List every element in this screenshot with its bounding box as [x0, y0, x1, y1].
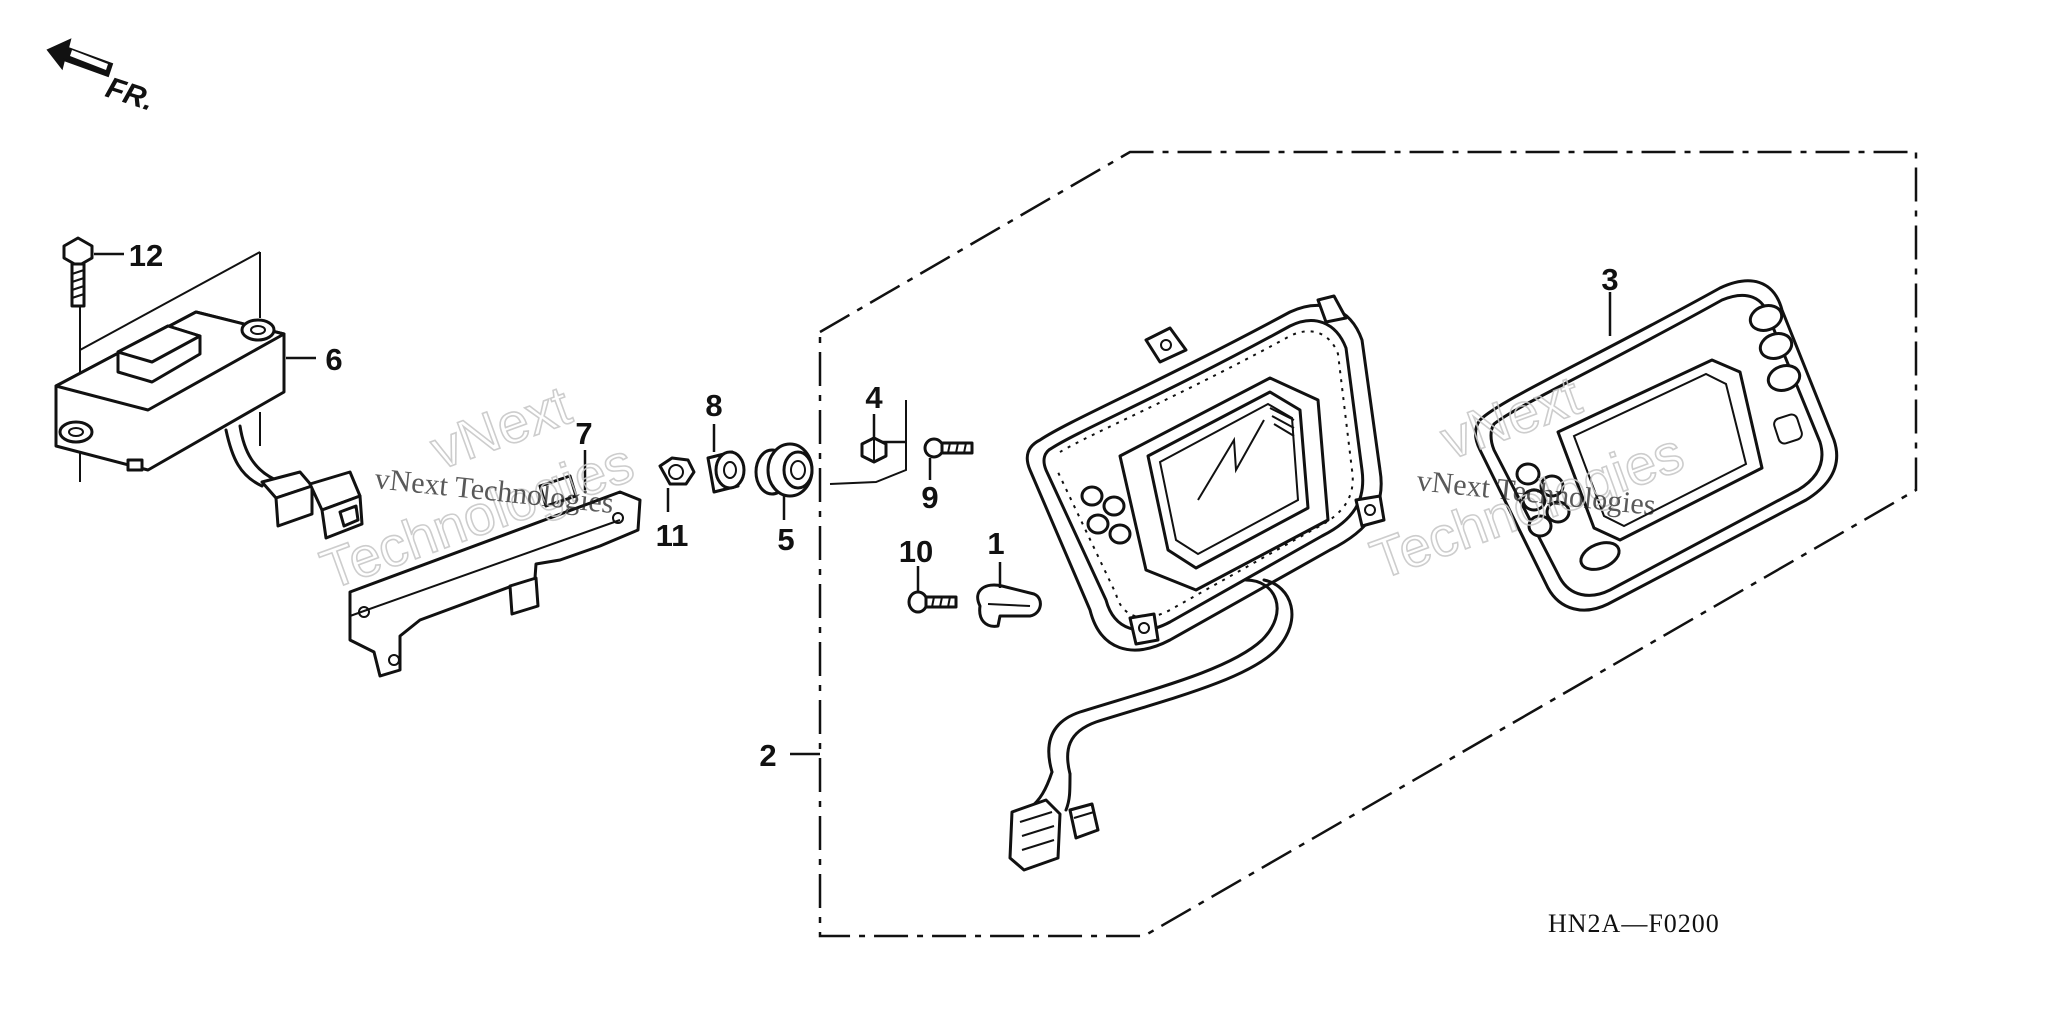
diagram-code: HN2A—F0200	[1548, 909, 1720, 938]
callout-12: 12	[129, 238, 163, 273]
part-6-module	[54, 251, 364, 540]
part-12-bolt	[62, 236, 94, 308]
part-10-screw	[907, 590, 958, 614]
front-direction-label: FR.	[102, 71, 158, 117]
callout-3: 3	[1601, 262, 1618, 297]
front-direction-arrow: FR.	[46, 38, 158, 118]
part-9-screw	[923, 437, 974, 459]
part-11-nut	[658, 456, 696, 486]
part-3-meter-case	[1474, 279, 1839, 612]
callout-8: 8	[705, 388, 722, 423]
part-1-clip	[976, 583, 1042, 628]
assembly-boundary	[818, 150, 1918, 938]
callout-11: 11	[656, 518, 689, 553]
part-7-bracket	[348, 474, 642, 678]
part-4-nut	[860, 436, 888, 464]
callout-7: 7	[575, 416, 592, 451]
callout-1: 1	[987, 526, 1004, 561]
callout-6: 6	[325, 342, 342, 377]
callout-9: 9	[921, 480, 938, 515]
callout-5: 5	[777, 522, 794, 557]
callout-4: 4	[865, 380, 883, 415]
bracket-4-line	[829, 400, 907, 485]
part-2-meter-unit	[1008, 294, 1386, 872]
leader-4	[872, 414, 906, 444]
callout-10: 10	[899, 534, 933, 569]
part-5-grommet	[754, 442, 814, 498]
part-8-collar	[706, 450, 746, 494]
callout-2: 2	[759, 738, 776, 773]
